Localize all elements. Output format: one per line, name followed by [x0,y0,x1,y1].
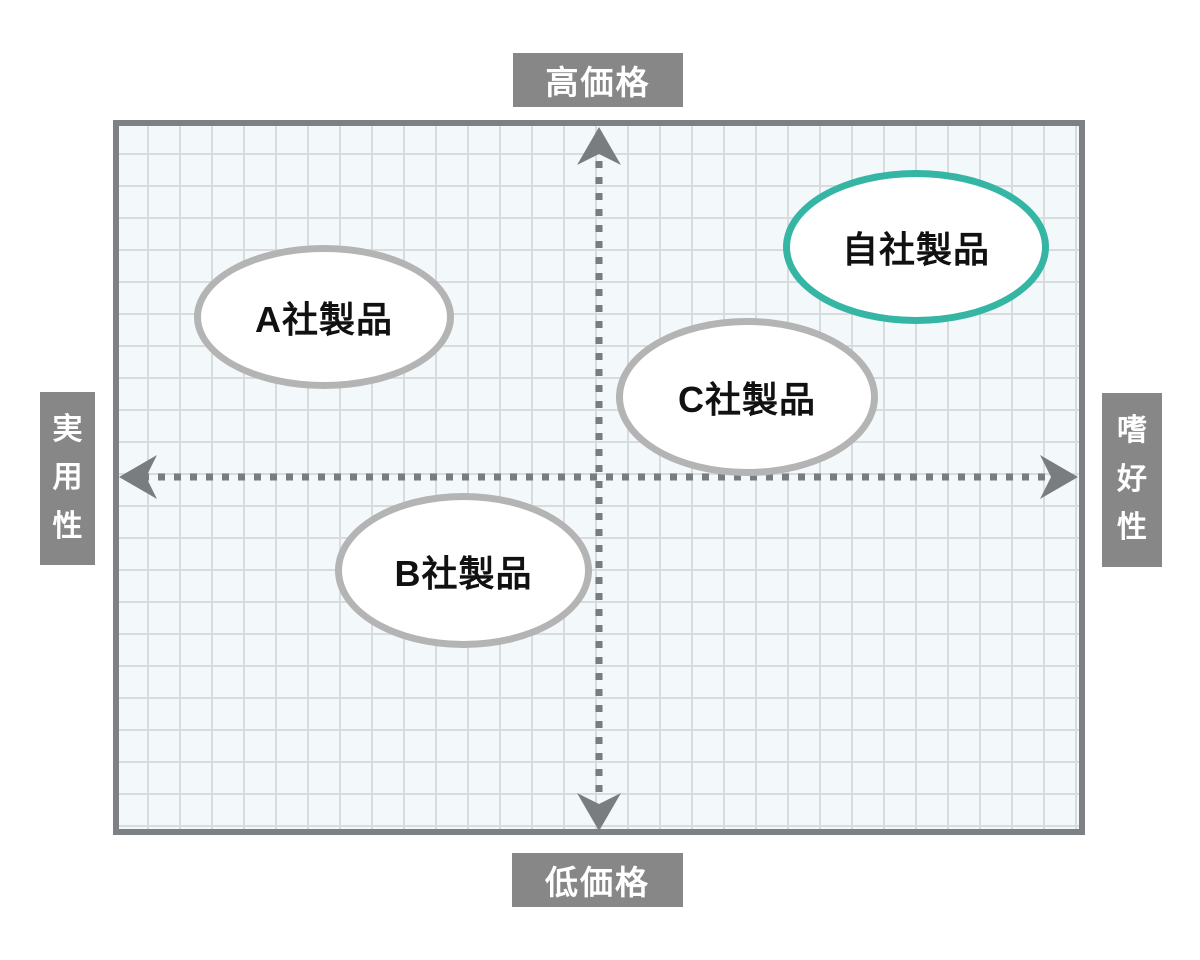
product-bubble-company-c: C社製品 [616,318,878,476]
axis-label-bottom-text: 低価格 [545,864,650,901]
axis-label-right-text: 嗜好性 [1117,414,1147,545]
product-label: A社製品 [255,299,393,340]
axis-label-low-price: 低価格 [512,853,683,907]
axis-label-practicality: 実用性 [40,392,95,565]
axis-label-preference: 嗜好性 [1102,393,1162,567]
product-bubble-company-a: A社製品 [194,245,454,389]
axis-label-top-text: 高価格 [545,64,651,101]
product-label: 自社製品 [841,229,990,270]
product-bubble-company-b: B社製品 [335,493,592,648]
product-label: B社製品 [394,552,533,594]
axis-label-left-text: 実用性 [52,412,83,543]
product-label: C社製品 [678,379,816,420]
product-bubble-own-highlighted: 自社製品 [783,170,1049,324]
axis-label-high-price: 高価格 [513,53,683,107]
